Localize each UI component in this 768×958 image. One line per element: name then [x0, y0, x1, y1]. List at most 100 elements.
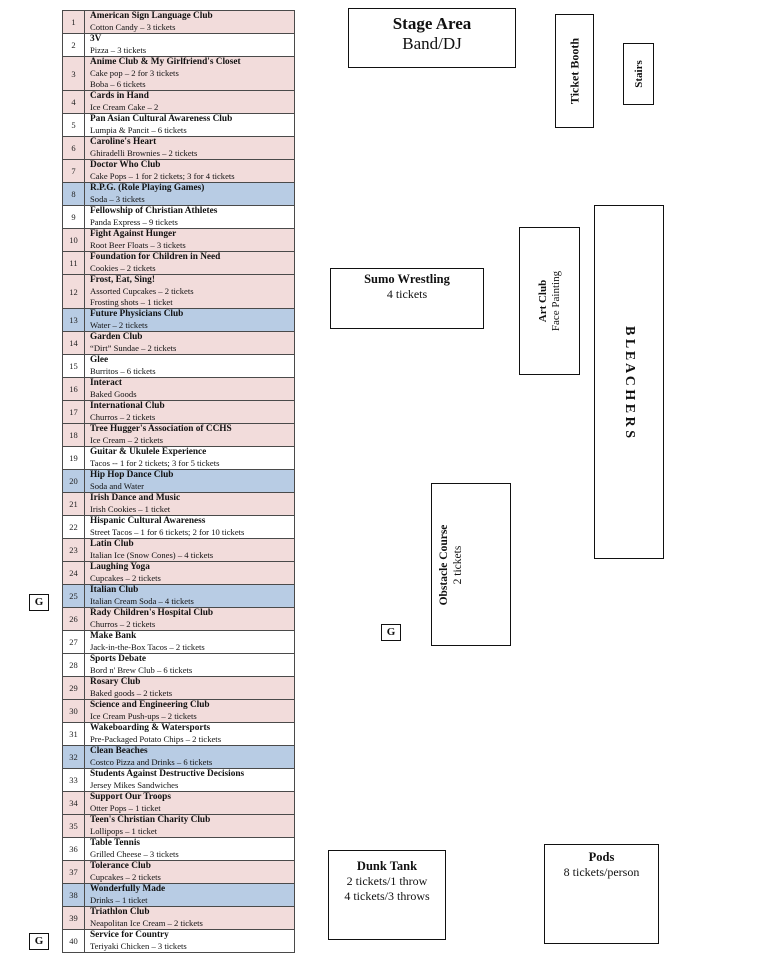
booth-item: Ice Cream Push-ups – 2 tickets — [90, 711, 197, 721]
g-marker-center: G — [381, 624, 401, 641]
pods-subtitle: 8 tickets/person — [563, 865, 640, 879]
booth-item: Bord n' Brew Club – 6 tickets — [90, 665, 193, 675]
booth-club-name: International Club — [90, 401, 165, 411]
booth-info: Garden Club“Dirt” Sundae – 2 tickets — [84, 331, 295, 355]
booth-number: 9 — [62, 205, 85, 229]
booth-club-name: Rosary Club — [90, 677, 141, 687]
booth-item: Irish Cookies – 1 ticket — [90, 504, 171, 514]
ticket-booth-label: Ticket Booth — [567, 37, 581, 105]
booth-number: 19 — [62, 446, 85, 470]
obstacle-course-title: Obstacle Course — [438, 524, 450, 605]
booth-item: Root Beer Floats – 3 tickets — [90, 240, 186, 250]
booth-number: 25 — [62, 584, 85, 608]
booth-number: 21 — [62, 492, 85, 516]
booth-item: Churros – 2 tickets — [90, 619, 156, 629]
booth-item: Baked goods – 2 tickets — [90, 688, 173, 698]
booth-club-name: Caroline's Heart — [90, 137, 157, 147]
booth-item: Soda – 3 tickets — [90, 194, 145, 204]
booth-club-name: Latin Club — [90, 539, 134, 549]
booth-club-name: Clean Beaches — [90, 746, 148, 756]
booth-item: Jack-in-the-Box Tacos – 2 tickets — [90, 642, 205, 652]
booth-club-name: R.P.G. (Role Playing Games) — [90, 183, 205, 193]
booth-item: Churros – 2 tickets — [90, 412, 156, 422]
booth-club-name: Laughing Yoga — [90, 562, 150, 572]
booth-number: 35 — [62, 814, 85, 838]
booth-club-name: Glee — [90, 355, 109, 365]
booth-item: Cotton Candy – 3 tickets — [90, 22, 176, 32]
booth-item: Assorted Cupcakes – 2 tickets — [90, 286, 194, 296]
booth-club-name: Guitar & Ukulele Experience — [90, 447, 207, 457]
booth-number: 30 — [62, 699, 85, 723]
booth-item: Tacos -- 1 for 2 tickets; 3 for 5 ticket… — [90, 458, 220, 468]
booth-club-name: Hispanic Cultural Awareness — [90, 516, 206, 526]
booth-club-name: Pan Asian Cultural Awareness Club — [90, 114, 233, 124]
booth-club-name: Science and Engineering Club — [90, 700, 210, 710]
obstacle-course-text: Obstacle Course 2 tickets — [437, 524, 465, 605]
booth-item: Cupcakes – 2 tickets — [90, 872, 161, 882]
art-club-booth: Art Club Face Painting — [519, 227, 580, 375]
booth-club-name: Cards in Hand — [90, 91, 149, 101]
booth-item: Lollipops – 1 ticket — [90, 826, 158, 836]
booth-item: Costco Pizza and Drinks – 6 tickets — [90, 757, 213, 767]
booth-item: Boba – 6 tickets — [90, 79, 146, 89]
pods: Pods 8 tickets/person — [544, 844, 659, 944]
pods-title: Pods — [588, 850, 615, 864]
booth-club-name: Table Tennis — [90, 838, 141, 848]
sumo-wrestling-title: Sumo Wrestling — [364, 272, 450, 286]
booth-item: Grilled Cheese – 3 tickets — [90, 849, 179, 859]
booth-item: Ghiradelli Brownies – 2 tickets — [90, 148, 198, 158]
art-club-text: Art Club Face Painting — [537, 271, 563, 331]
booth-number: 16 — [62, 377, 85, 401]
booth-club-name: Triathlon Club — [90, 907, 150, 917]
booth-number: 4 — [62, 90, 85, 114]
booth-item: Cookies – 2 tickets — [90, 263, 156, 273]
booth-item: Burritos – 6 tickets — [90, 366, 156, 376]
booth-club-name: Italian Club — [90, 585, 139, 595]
bleachers-label: B L E A C H E R S — [622, 325, 637, 439]
booth-number: 40 — [62, 929, 85, 953]
stage-area-title: Stage Area — [392, 14, 472, 33]
booth-club-name: Fellowship of Christian Athletes — [90, 206, 218, 216]
dunk-tank-line2: 4 tickets/3 throws — [344, 889, 430, 903]
stairs-label: Stairs — [632, 60, 645, 88]
booth-item: Cake pop – 2 for 3 tickets — [90, 68, 179, 78]
booth-item: Ice Cream Cake – 2 — [90, 102, 159, 112]
booth-item: Panda Express – 9 tickets — [90, 217, 178, 227]
booth-number: 28 — [62, 653, 85, 677]
sumo-wrestling-subtitle: 4 tickets — [386, 287, 428, 301]
booth-number: 39 — [62, 906, 85, 930]
booth-club-name: Make Bank — [90, 631, 137, 641]
booth-number: 17 — [62, 400, 85, 424]
